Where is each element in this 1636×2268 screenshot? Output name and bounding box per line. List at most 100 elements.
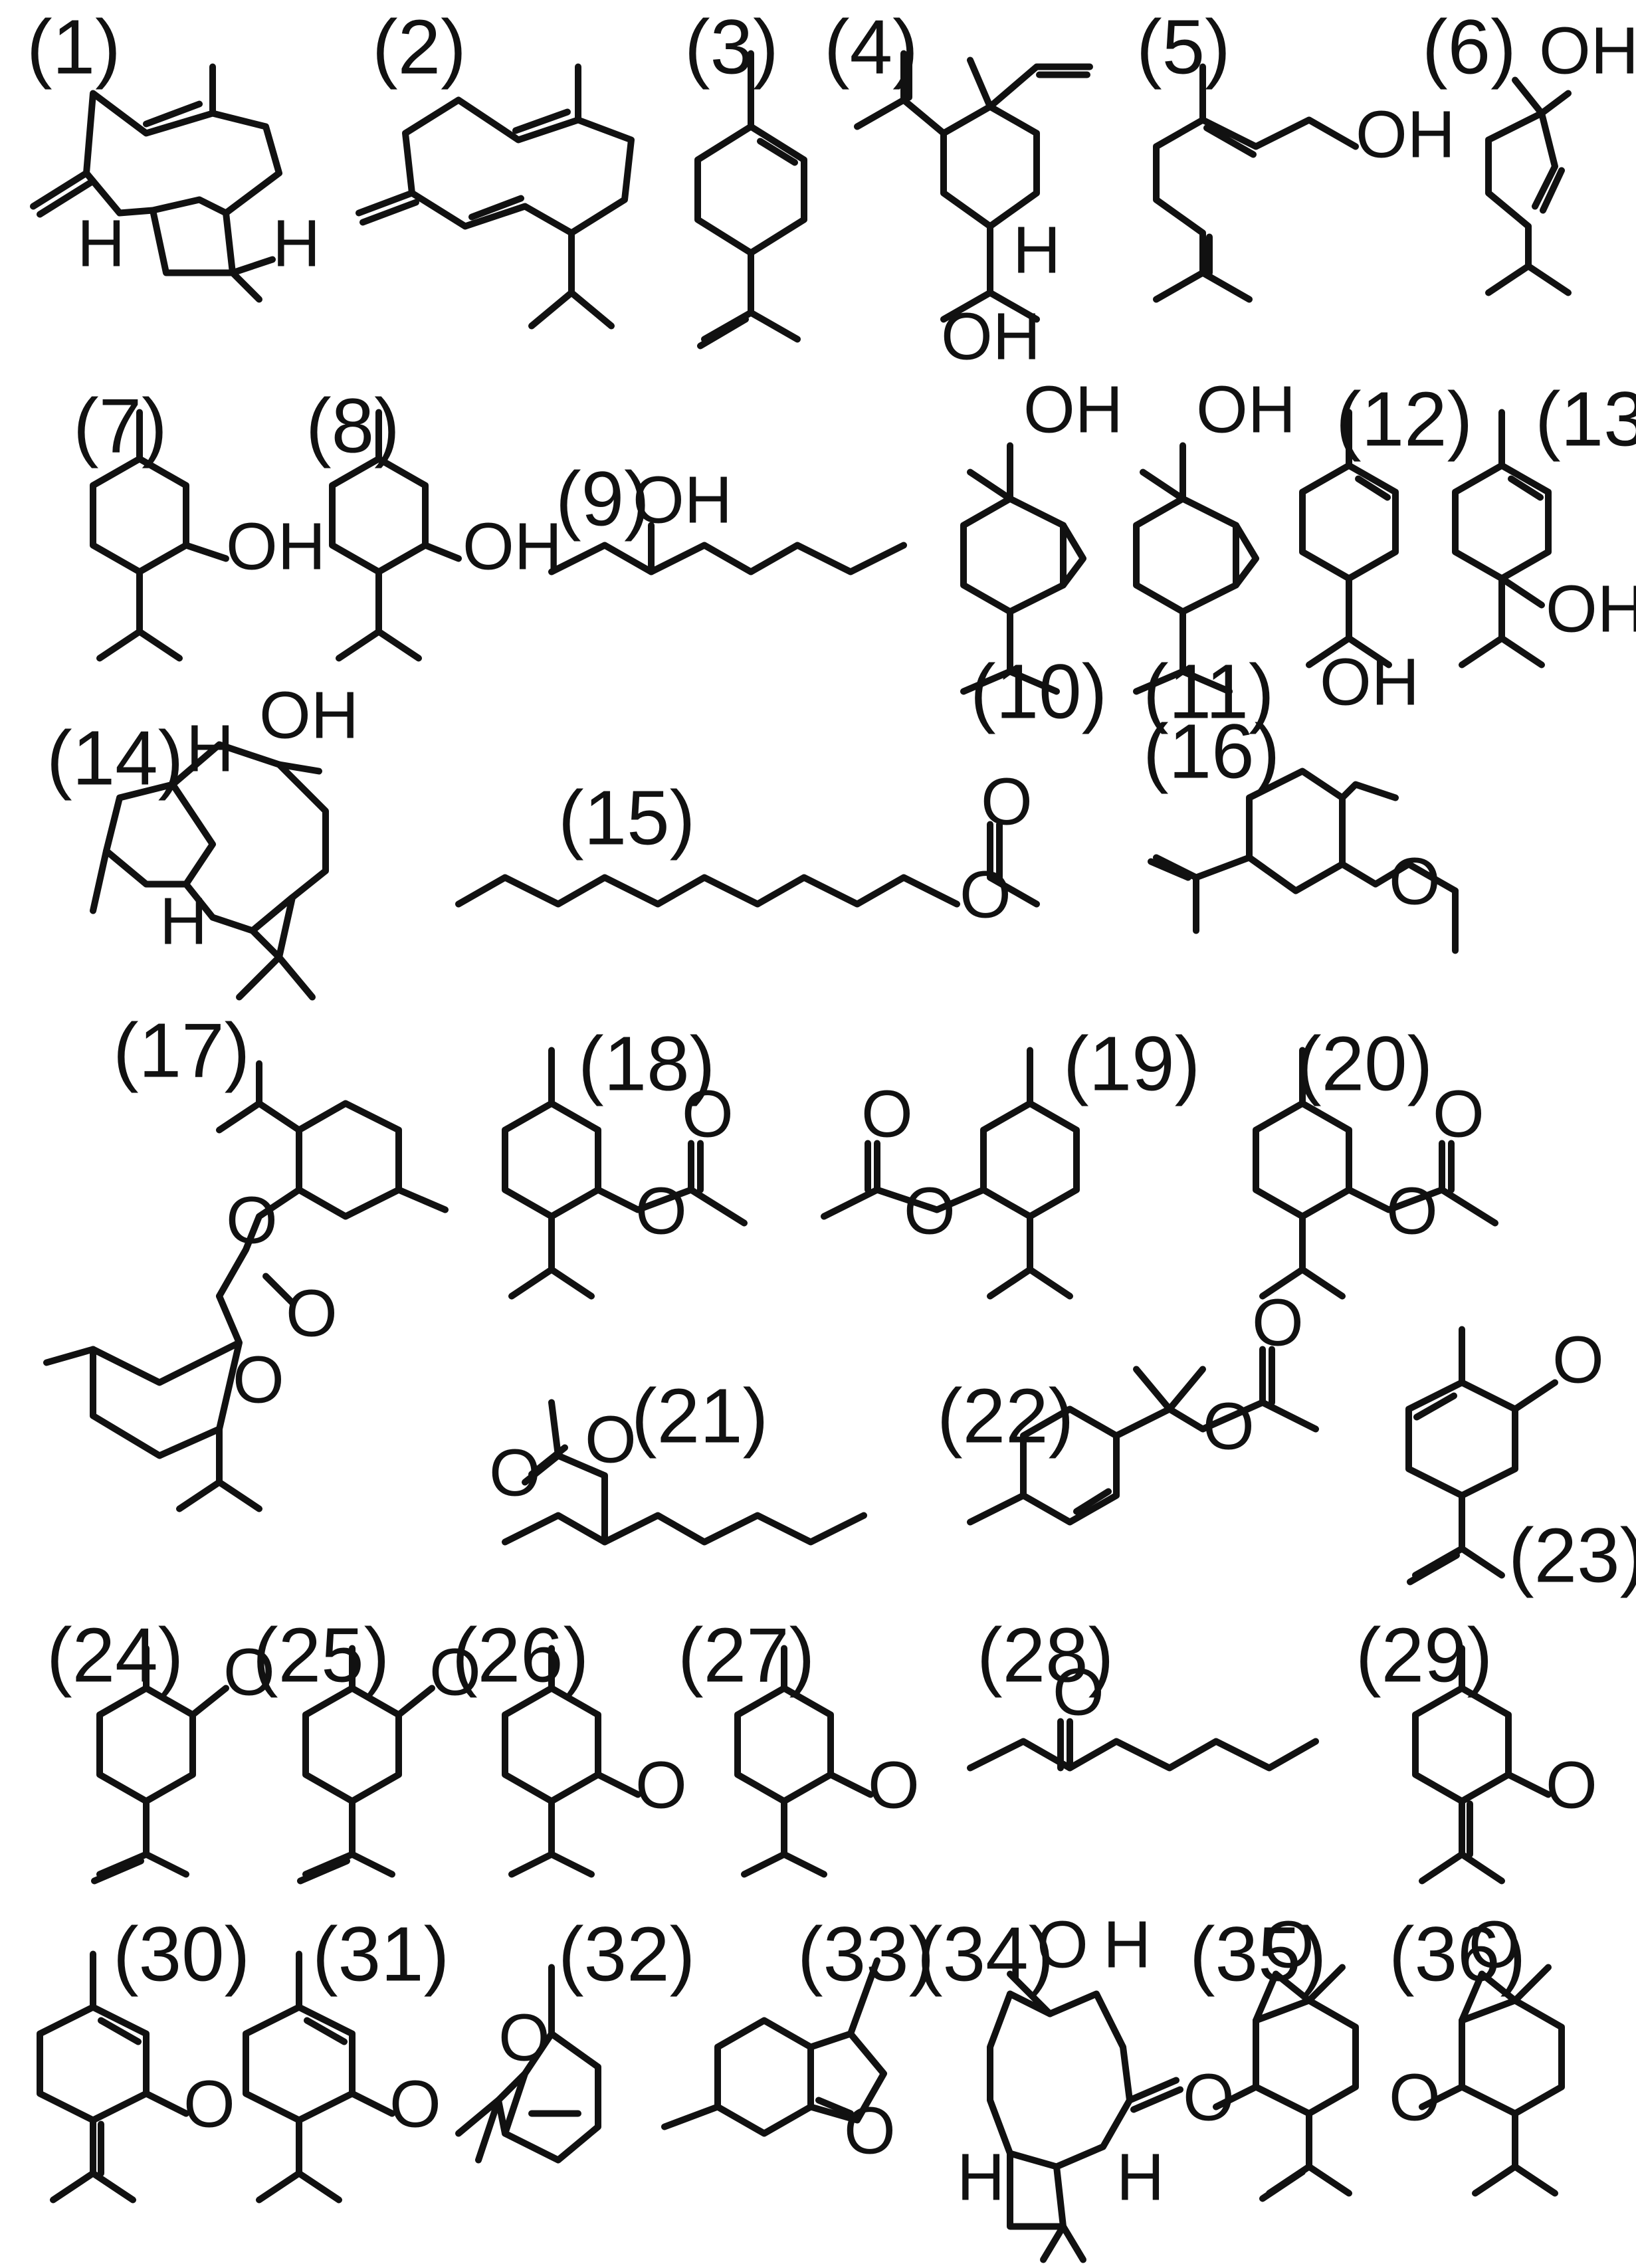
compound-30: (30) O — [37, 1911, 250, 2204]
compound-20: (20) O O — [1253, 1021, 1498, 1300]
oh-atom-label: OH — [1320, 645, 1419, 720]
compound-label: (16) — [1143, 708, 1280, 795]
oh-atom-label: OH — [1356, 98, 1455, 172]
compound-label: (11) — [1143, 649, 1275, 735]
o-atom-label: O — [1389, 2061, 1441, 2135]
compound-label: (32) — [558, 1911, 695, 1998]
o-atom-label: O — [286, 1277, 338, 1351]
compound-label: (27) — [678, 1612, 815, 1699]
o-atom-label: O — [960, 858, 1011, 932]
compound-label: (21) — [631, 1373, 768, 1459]
compound-22: (22) O O — [937, 1286, 1319, 1526]
o-atom-label: O — [1252, 1286, 1304, 1360]
compound-24: (24) O — [47, 1612, 275, 1885]
o-atom-label: O — [183, 2067, 235, 2142]
compound-11: (11) OH — [1133, 373, 1296, 735]
compound-32: (32) O — [455, 1911, 695, 2164]
compound-23: (23) O — [1405, 1323, 1636, 1599]
o-atom-label: O — [1386, 1174, 1438, 1249]
h-atom-label: H — [159, 884, 207, 959]
o-atom-label: O — [1552, 1323, 1604, 1397]
o-atom-label: O — [1183, 2061, 1235, 2135]
o-atom-label: O — [981, 765, 1033, 839]
compound-14: (14) H OH H — [47, 678, 359, 1001]
compound-label: (19) — [1063, 1021, 1200, 1107]
o-atom-label: O — [585, 1403, 637, 1477]
compound-label: (26) — [452, 1612, 589, 1699]
compound-33: (33) O — [661, 1911, 934, 2168]
h-atom-label: H — [957, 2140, 1005, 2215]
o-atom-label: O — [635, 1748, 687, 1823]
o-atom-label: O — [489, 1436, 541, 1510]
compound-label: (36) — [1389, 1911, 1526, 1998]
compound-label: (1) — [27, 4, 121, 90]
o-atom-label: O — [868, 1748, 920, 1823]
compound-10: (10) OH — [960, 373, 1123, 735]
h-atom-label: H — [77, 207, 125, 281]
compound-27: (27) O — [678, 1612, 920, 1878]
o-atom-label: O — [223, 1635, 275, 1710]
o-atom-label: O — [682, 1077, 734, 1152]
h-atom-label: H — [1103, 1908, 1151, 1982]
compound-label: (18) — [578, 1021, 715, 1107]
compound-label: (30) — [113, 1911, 250, 1998]
oh-atom-label: OH — [462, 510, 562, 584]
compound-9: (9) OH — [548, 456, 907, 575]
compound-16: (16) O — [1143, 708, 1459, 954]
o-atom-label: O — [1263, 1908, 1314, 1982]
compound-34: (34) O H H H — [917, 1908, 1183, 2263]
compound-7: (7) OH — [73, 383, 326, 662]
oh-atom-label: OH — [1546, 572, 1636, 647]
compound-label: (28) — [977, 1612, 1114, 1699]
compound-15: (15) O O — [455, 765, 1040, 932]
compound-label: (13) — [1535, 376, 1636, 463]
o-atom-label: O — [904, 1174, 956, 1249]
o-atom-label: O — [635, 1174, 687, 1249]
o-atom-label: O — [1037, 1908, 1088, 1982]
o-atom-label: O — [1389, 845, 1441, 919]
compound-label: (3) — [684, 4, 779, 90]
oh-atom-label: OH — [941, 300, 1041, 374]
h-atom-label: H — [1013, 213, 1061, 288]
oh-atom-label: OH — [1023, 373, 1123, 447]
compound-6: (6) OH — [1422, 4, 1636, 296]
compound-4: (4) OH H — [824, 4, 1093, 374]
compound-label: (7) — [73, 383, 167, 469]
compound-label: (31) — [312, 1911, 449, 1998]
compound-label: (22) — [937, 1373, 1074, 1459]
compound-28: (28) O — [967, 1612, 1319, 1772]
compound-label: (23) — [1508, 1512, 1636, 1599]
oh-atom-label: OH — [259, 678, 359, 753]
compound-label: (35) — [1189, 1911, 1326, 1998]
compound-label: (17) — [113, 1007, 250, 1094]
o-atom-label: O — [1053, 1655, 1104, 1730]
compound-label: (5) — [1136, 4, 1231, 90]
compound-label: (29) — [1356, 1612, 1492, 1699]
compound-19: (19) O O — [821, 1021, 1200, 1300]
compound-label: (20) — [1296, 1021, 1433, 1107]
h-atom-label: H — [186, 712, 234, 786]
o-atom-label: O — [389, 2067, 441, 2142]
compound-label: (2) — [372, 4, 466, 90]
h-atom-label: H — [1116, 2140, 1164, 2215]
compound-label: (25) — [253, 1612, 389, 1699]
compound-18: (18) O O — [502, 1021, 748, 1300]
compound-label: (24) — [47, 1612, 183, 1699]
o-atom-label: O — [1546, 1748, 1597, 1823]
compound-17: (17) O O O — [43, 1007, 449, 1512]
compound-1: (1) H H — [27, 4, 320, 303]
compound-3: (3) — [684, 4, 807, 350]
o-atom-label: O — [844, 2094, 896, 2168]
o-atom-label: O — [226, 1184, 278, 1258]
compound-label: (15) — [558, 775, 695, 861]
compound-label: (34) — [917, 1911, 1054, 1998]
o-atom-label: O — [1469, 1908, 1520, 1982]
h-atom-label: H — [272, 207, 320, 281]
compound-2: (2) — [356, 4, 635, 330]
compound-35: (35) O O — [1183, 1908, 1359, 2202]
oh-atom-label: OH — [226, 510, 326, 584]
compound-36: (36) O O — [1389, 1908, 1565, 2197]
compound-21: (21) O O — [489, 1373, 867, 1546]
oh-atom-label: OH — [1539, 14, 1636, 88]
